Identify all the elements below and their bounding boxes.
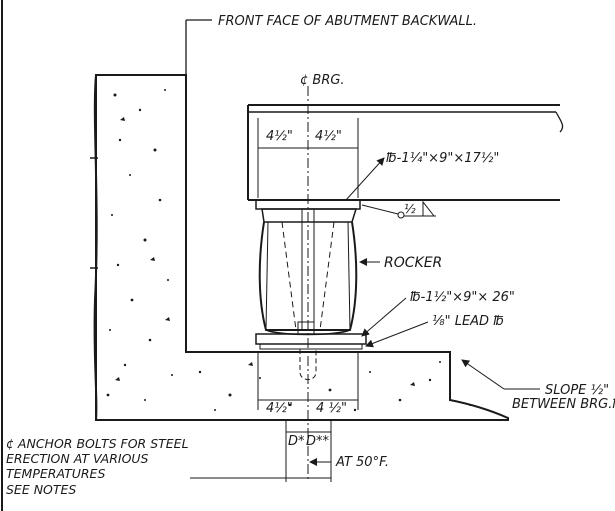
anchor-note-2: ERECTION AT VARIOUS	[6, 451, 149, 466]
rocker	[258, 208, 380, 336]
anchor-note-1: ¢ ANCHOR BOLTS FOR STEEL	[6, 436, 189, 451]
top-bearing-plate	[255, 157, 385, 210]
front-face-label: FRONT FACE OF ABUTMENT BACKWALL.	[218, 14, 477, 29]
slope-leader	[461, 359, 540, 390]
concrete-stipple	[106, 89, 471, 412]
dim-bot-left: 4½"	[266, 401, 293, 416]
anchor-note-4: SEE NOTES	[6, 482, 76, 497]
plate-bottom-label: ℔-1½"×9"× 26"	[410, 290, 515, 305]
lead-plate-label: ⅛" LEAD ℔	[432, 314, 504, 329]
dim-top-left: 4½"	[266, 129, 293, 144]
cl-brg-label: ¢ BRG.	[300, 73, 345, 88]
d-left-label: D*	[288, 434, 305, 449]
weld-label: ½	[404, 202, 416, 216]
top-dimension-lines	[257, 118, 359, 198]
abutment-backwall	[90, 74, 509, 421]
weld-symbol	[361, 200, 436, 219]
slope-label-2: BETWEEN BRG.℔s	[512, 397, 615, 412]
anchor-note-3: TEMPERATURES	[6, 466, 105, 481]
anchor-bolt-recess	[299, 349, 317, 380]
slope-label-1: SLOPE ½"	[545, 383, 609, 398]
at-temp-label: AT 50°F.	[335, 455, 389, 470]
bottom-bearing-plate	[255, 297, 429, 350]
front-face-leader	[185, 19, 212, 75]
dim-top-right: 4½"	[315, 129, 342, 144]
bottom-dimension-lines	[190, 352, 359, 482]
rocker-label: ROCKER	[384, 255, 442, 271]
dim-bot-right: 4 ½"	[316, 401, 347, 416]
plate-top-label: ℔-1¼"×9"×17½"	[386, 151, 499, 166]
d-right-label: D**	[306, 434, 330, 449]
